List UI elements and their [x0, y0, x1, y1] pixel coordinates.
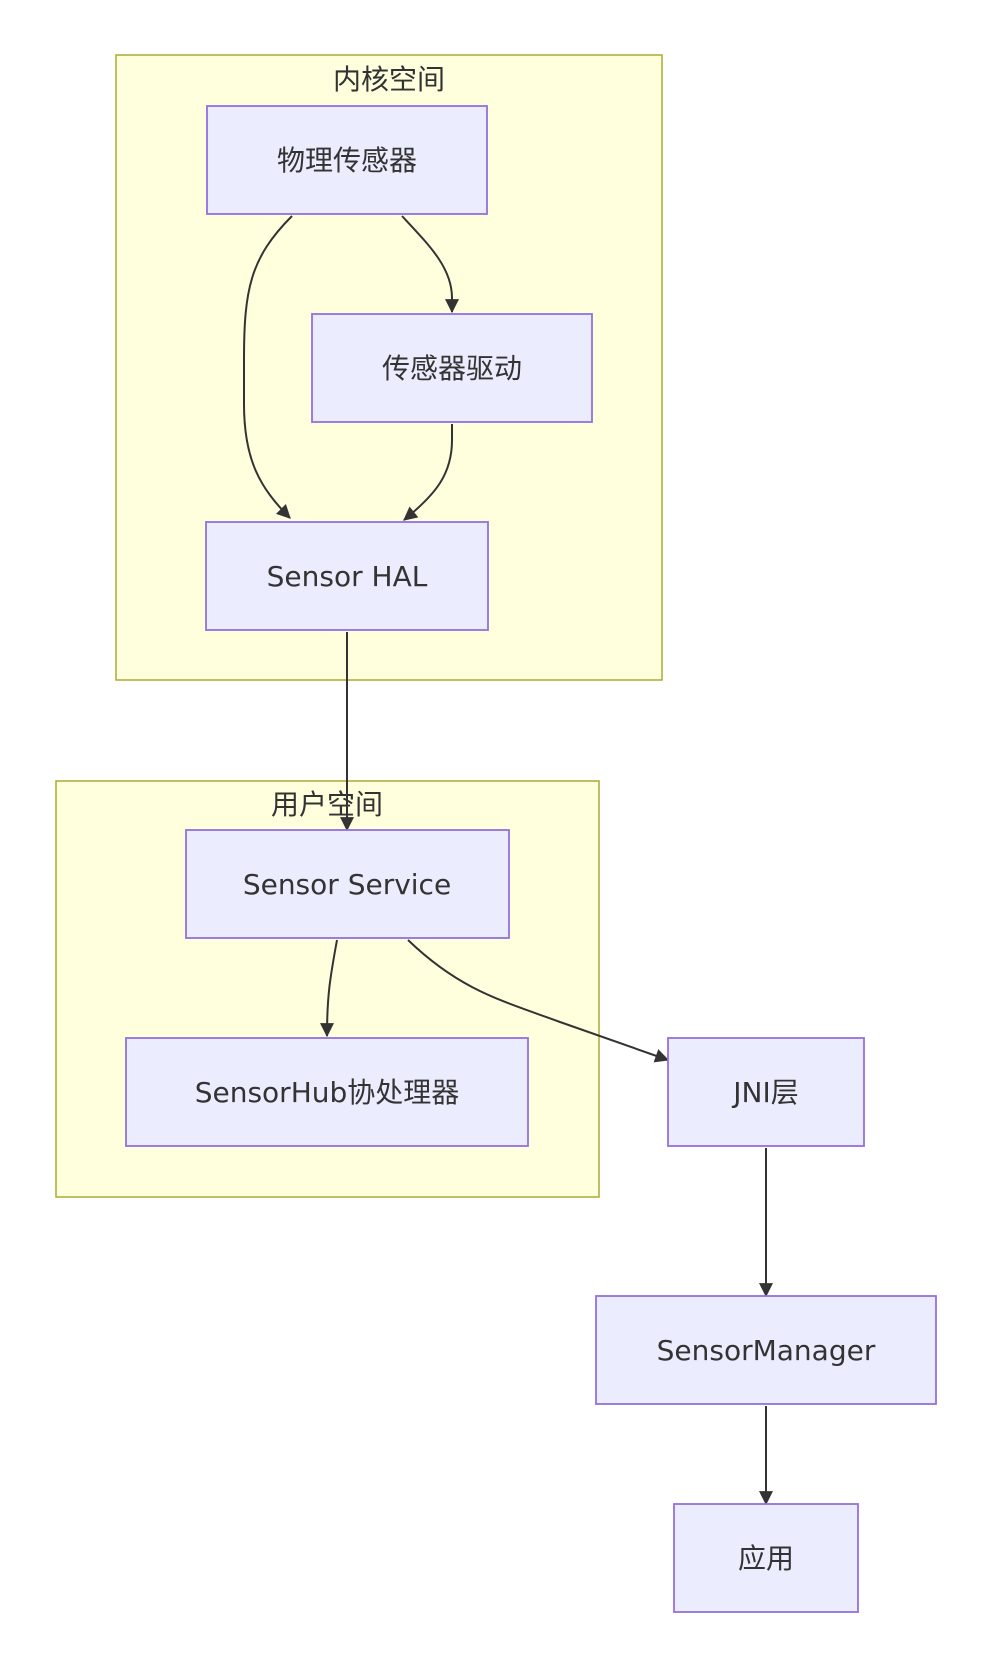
node-sensorhub-label: SensorHub协处理器	[195, 1076, 460, 1109]
edges	[243, 215, 773, 1506]
node-sensor-manager-label: SensorManager	[657, 1334, 876, 1367]
node-jni-label: JNI层	[731, 1076, 798, 1109]
node-sensor-driver: 传感器驱动	[311, 313, 593, 423]
edge-physical-sensor-to-sensor-hal	[243, 215, 293, 519]
node-physical-sensor: 物理传感器	[206, 105, 488, 215]
node-sensor-driver-label: 传感器驱动	[382, 352, 522, 385]
node-sensorhub: SensorHub协处理器	[125, 1037, 529, 1147]
edge-sensor-service-to-sensorhub	[320, 939, 338, 1038]
node-jni: JNI层	[667, 1037, 865, 1147]
node-physical-sensor-label: 物理传感器	[277, 144, 417, 177]
node-app-label: 应用	[738, 1542, 794, 1575]
node-app: 应用	[673, 1503, 859, 1613]
edge-sensor-driver-to-sensor-hal	[403, 424, 453, 521]
node-sensor-hal: Sensor HAL	[205, 521, 489, 631]
edge-physical-sensor-to-sensor-driver	[401, 215, 459, 314]
node-sensor-service: Sensor Service	[185, 829, 510, 939]
cluster-kernel-space-label: 内核空间	[333, 63, 445, 96]
node-sensor-manager: SensorManager	[595, 1295, 937, 1405]
edge-sensor-service-to-jni	[407, 939, 670, 1063]
node-sensor-hal-label: Sensor HAL	[267, 560, 428, 593]
cluster-user-space-label: 用户空间	[271, 788, 383, 821]
node-sensor-service-label: Sensor Service	[243, 868, 451, 901]
